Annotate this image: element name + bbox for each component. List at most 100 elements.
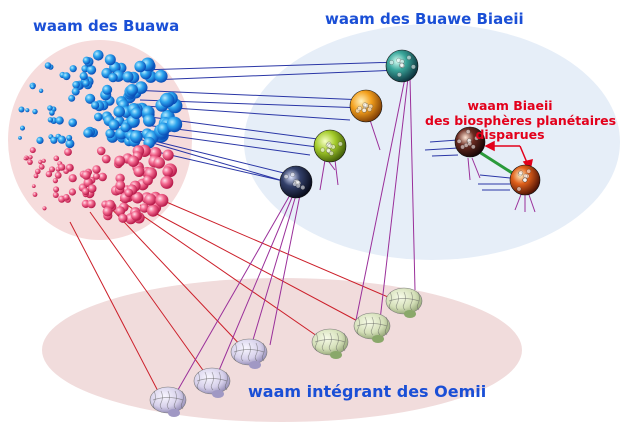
blue-sphere — [79, 72, 88, 81]
blue-sphere — [86, 65, 97, 75]
pink-sphere — [41, 158, 46, 163]
blue-link — [149, 69, 401, 81]
blue-link — [149, 139, 293, 176]
blue-sphere — [129, 130, 143, 144]
blue-sphere — [36, 136, 44, 144]
red-link — [119, 199, 331, 346]
pink-sphere — [92, 165, 101, 174]
blue-link — [429, 139, 459, 143]
brain-icon — [230, 338, 268, 369]
pink-sphere — [86, 199, 96, 209]
blue-sphere — [72, 81, 80, 89]
pink-sphere — [127, 155, 139, 167]
purple-link — [471, 157, 481, 179]
pink-sphere — [23, 157, 27, 161]
buawe-biaeii-title: waam des Buawe Biaeii — [325, 10, 524, 28]
pink-sphere — [155, 193, 169, 207]
blue-sphere — [159, 92, 175, 108]
blue-sphere — [50, 136, 58, 144]
purple-link — [527, 191, 536, 213]
purple-link — [214, 194, 294, 381]
pink-sphere — [63, 194, 70, 201]
blue-sphere — [62, 72, 71, 81]
pink-sphere — [32, 192, 38, 197]
pink-sphere — [162, 149, 174, 161]
pink-sphere — [115, 206, 126, 217]
pink-sphere — [38, 159, 43, 165]
pink-sphere — [133, 166, 145, 177]
pink-sphere — [139, 203, 150, 213]
pink-sphere — [54, 171, 62, 179]
blue-sphere — [18, 136, 22, 140]
blue-sphere — [57, 135, 66, 144]
purple-link — [514, 191, 523, 211]
brain-icon — [149, 386, 187, 417]
pink-sphere — [144, 193, 157, 206]
red-link — [69, 221, 161, 396]
pink-sphere — [114, 155, 126, 167]
blue-sphere — [104, 54, 116, 66]
disappeared-label-line-3: disparues — [475, 127, 545, 142]
pink-sphere — [49, 166, 55, 173]
oemii-title: waam intégrant des Oemii — [248, 382, 487, 401]
pink-sphere — [153, 157, 165, 169]
blue-sphere — [20, 125, 25, 131]
pink-sphere — [68, 174, 77, 183]
purple-link — [354, 77, 406, 326]
blue-sphere — [69, 65, 77, 73]
blue-sphere — [83, 128, 93, 138]
blue-sphere — [66, 134, 73, 141]
blue-sphere — [49, 109, 55, 116]
pink-sphere — [58, 163, 66, 171]
pink-sphere — [38, 163, 45, 170]
red-link — [107, 204, 246, 351]
purple-link — [249, 194, 297, 351]
pink-sphere — [101, 154, 111, 164]
brain-icon — [311, 328, 349, 359]
pink-sphere — [118, 213, 128, 223]
pink-sphere — [63, 168, 69, 174]
blue-sphere — [32, 108, 38, 115]
blue-link — [139, 61, 401, 71]
brain-icon — [193, 367, 231, 398]
pink-sphere — [27, 159, 33, 165]
blue-sphere — [102, 84, 113, 95]
pink-sphere — [96, 146, 106, 156]
pink-sphere — [28, 155, 33, 160]
pink-sphere — [52, 178, 59, 184]
purple-link — [369, 119, 381, 151]
pink-sphere — [131, 210, 141, 221]
blue-sphere — [25, 108, 30, 113]
navy-textured-sphere-icon — [279, 165, 313, 199]
oemii-brains — [149, 287, 423, 417]
pink-sphere — [53, 155, 60, 162]
purple-link — [174, 194, 291, 396]
blue-sphere — [71, 87, 80, 96]
buawa-pink-sphere-cluster — [23, 144, 178, 225]
pink-sphere — [35, 168, 41, 175]
buawa-blue-sphere-cluster — [18, 50, 183, 149]
green-textured-sphere-icon — [313, 129, 347, 163]
blue-sphere — [91, 101, 100, 110]
blue-sphere — [82, 56, 91, 65]
blue-sphere — [130, 107, 143, 119]
red-link — [139, 204, 366, 326]
pink-sphere — [102, 206, 113, 217]
teal-textured-sphere-icon — [385, 49, 419, 83]
disappeared-biospheres-label: waam Biaeii des biosphères planétaires d… — [425, 98, 617, 143]
pink-sphere — [33, 173, 39, 179]
red-link — [89, 211, 211, 381]
blue-sphere — [122, 71, 134, 83]
blue-sphere — [134, 60, 146, 73]
pink-sphere — [124, 188, 134, 198]
biaeii-spheres — [279, 49, 541, 199]
disappeared-label-line-2: des biosphères planétaires — [425, 112, 617, 128]
pink-sphere — [92, 172, 100, 180]
blue-sphere — [44, 62, 52, 69]
pink-sphere — [31, 184, 36, 189]
pink-sphere — [29, 147, 36, 154]
blue-sphere — [47, 117, 54, 123]
blue-sphere — [30, 84, 36, 90]
pink-sphere — [53, 186, 60, 193]
